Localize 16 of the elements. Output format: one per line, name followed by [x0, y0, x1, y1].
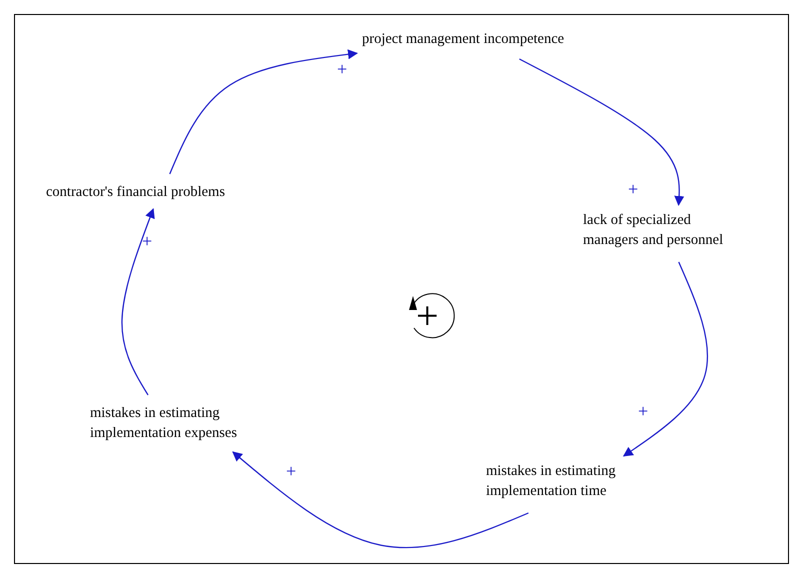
arrow: [519, 58, 684, 206]
variable-text: mistakes in estimating implementation expenses: [90, 403, 305, 443]
polarity-sign: +: [142, 232, 152, 250]
arrow: [622, 262, 708, 457]
arrow: [169, 49, 358, 174]
variable-text: project management incompetence: [362, 29, 602, 49]
arrow: [232, 451, 529, 548]
polarity-sign: +: [638, 402, 648, 420]
variable-text: contractor's financial problems: [46, 182, 301, 202]
variable-text: mistakes in estimating implementation time: [486, 461, 656, 501]
loop-polarity-sign: +: [416, 296, 439, 336]
arrow: [121, 208, 155, 396]
polarity-sign: +: [337, 60, 348, 78]
polarity-sign: +: [286, 462, 296, 480]
polarity-sign: +: [628, 180, 638, 198]
variable-text: lack of specialized managers and personnel: [583, 210, 733, 250]
